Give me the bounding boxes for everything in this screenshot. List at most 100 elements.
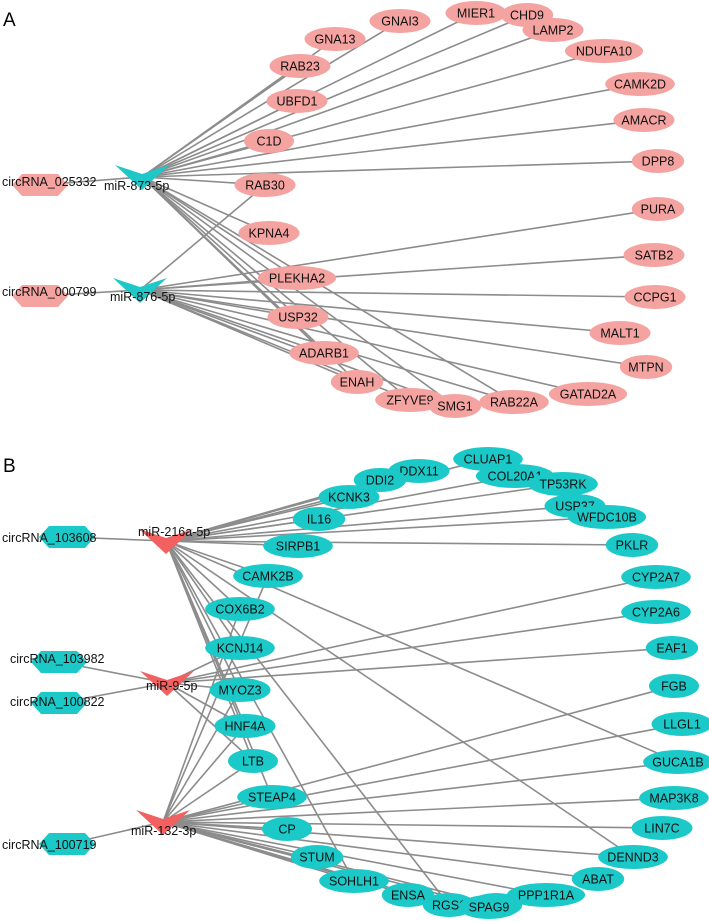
panel-a-edge-mir-873-5p-amacr: [141, 119, 645, 178]
panel-b-target-dennd3[interactable]: DENND3: [598, 845, 668, 869]
gene-node-shape: [319, 869, 389, 893]
panel-b-target-lin7c[interactable]: LIN7C: [631, 816, 693, 840]
panel-b-target-cp[interactable]: CP: [262, 817, 312, 841]
panel-b-target-ddi2[interactable]: DDI2: [353, 468, 407, 492]
panel-b-target-stum[interactable]: STUM: [290, 845, 344, 869]
panel-a-target-plekha2[interactable]: PLEKHA2: [257, 266, 337, 290]
panel-b-circrna-circrna-100719[interactable]: circRNA_100719: [2, 833, 97, 855]
panel-b-target-abat[interactable]: ABAT: [571, 867, 625, 891]
panel-a-target-pura[interactable]: PURA: [631, 197, 685, 221]
panel-a-circrna-circrna-000799[interactable]: circRNA_000799: [2, 285, 97, 307]
panel-b-target-fgb[interactable]: FGB: [649, 674, 699, 698]
panel-a-target-malt1[interactable]: MALT1: [589, 321, 651, 345]
panel-a-edge-mir-876-5p-ccpg1: [139, 289, 656, 298]
panel-b-target-ppp1r1a[interactable]: PPP1R1A: [506, 883, 586, 907]
gene-node-label: EAF1: [656, 642, 687, 656]
panel-b-target-ensa[interactable]: ENSA: [381, 883, 435, 907]
mirna-node-shape: [140, 671, 194, 696]
mirna-node-shape: [136, 810, 190, 835]
panel-b-target-cox6b2[interactable]: COX6B2: [205, 597, 275, 621]
panel-b-mirna-mir-132-3p[interactable]: miR-132-3p: [131, 810, 196, 838]
panel-a-circrna-circrna-025332[interactable]: circRNA_025332: [2, 174, 97, 196]
panel-a-target-rab30[interactable]: RAB30: [234, 173, 296, 197]
panel-a-target-ubfd1[interactable]: UBFD1: [266, 89, 328, 113]
gene-node-shape: [621, 600, 691, 624]
panel-b-target-camk2b[interactable]: CAMK2B: [233, 564, 303, 588]
panel-a-target-mtpn[interactable]: MTPN: [619, 355, 673, 379]
panel-b-target-sirpb1[interactable]: SIRPB1: [263, 534, 333, 558]
panel-a-target-zfyve9[interactable]: ZFYVE9: [375, 388, 445, 412]
panel-a-target-satb2[interactable]: SATB2: [623, 243, 685, 267]
gene-node-label: DPP8: [642, 155, 675, 169]
circrna-node-shape: [31, 692, 87, 714]
panel-a-target-rab23[interactable]: RAB23: [269, 54, 331, 78]
panel-b-circrna-circrna-100822[interactable]: circRNA_100822: [10, 692, 105, 714]
gene-node-shape: [238, 221, 300, 245]
panel-b-target-hnf4a[interactable]: HNF4A: [214, 714, 276, 738]
panel-a-mirna-mir-876-5p[interactable]: miR-876-5p: [110, 278, 175, 304]
panel-b-target-guca1b[interactable]: GUCA1B: [643, 750, 709, 774]
panel-b-target-sohlh1[interactable]: SOHLH1: [319, 869, 389, 893]
panel-a-target-ndufa10[interactable]: NDUFA10: [564, 39, 644, 63]
panel-a-mirna-mir-873-5p[interactable]: miR-873-5p: [104, 165, 169, 193]
gene-node-shape: [214, 714, 276, 738]
panel-b-target-pklr[interactable]: PKLR: [605, 533, 659, 557]
gene-node-label: C1D: [256, 135, 281, 149]
panel-b-target-il16[interactable]: IL16: [292, 507, 346, 531]
panel-a-target-mier1[interactable]: MIER1: [445, 1, 507, 25]
gene-node-label: CLUAP1: [464, 453, 513, 467]
panel-b-target-llgl1[interactable]: LLGL1: [651, 712, 709, 736]
panel-a-target-enah[interactable]: ENAH: [330, 370, 384, 394]
panel-a-target-gnai3[interactable]: GNAI3: [369, 9, 431, 33]
panel-b-mirna-mir-216a-5p[interactable]: miR-216a-5p: [138, 525, 210, 554]
panel-b-target-kcnk3[interactable]: KCNK3: [318, 485, 380, 509]
panel-b-circrna-circrna-103608[interactable]: circRNA_103608: [2, 526, 97, 548]
panel-b-target-cyp2a7[interactable]: CYP2A7: [621, 565, 691, 589]
panel-a-target-gatad2a[interactable]: GATAD2A: [548, 382, 628, 406]
panel-a-target-smg1[interactable]: SMG1: [428, 394, 482, 418]
panel-a-edge-mir-876-5p-gatad2a: [139, 289, 589, 395]
panel-a-target-dpp8[interactable]: DPP8: [631, 149, 685, 173]
gene-node-shape: [621, 565, 691, 589]
panel-a-target-c1d[interactable]: C1D: [244, 129, 294, 153]
gene-node-label: WFDC10B: [577, 511, 637, 525]
panel-a-target-ccpg1[interactable]: CCPG1: [624, 285, 686, 309]
panel-b-target-map3k8[interactable]: MAP3K8: [639, 786, 709, 810]
circrna-node-label: circRNA_100822: [10, 695, 105, 709]
panel-a-target-gna13[interactable]: GNA13: [304, 27, 366, 51]
gene-node-shape: [651, 712, 709, 736]
gene-node-label: SOHLH1: [329, 875, 379, 889]
gene-node-shape: [244, 129, 294, 153]
panel-a-edge-mir-876-5p-malt1: [139, 289, 621, 334]
gene-node-shape: [623, 243, 685, 267]
gene-node-label: LTB: [242, 755, 264, 769]
panel-a-edge-mir-873-5p-ubfd1: [141, 100, 298, 178]
panel-b-target-spag9[interactable]: SPAG9: [458, 895, 520, 919]
gene-node-label: SPAG9: [469, 901, 510, 915]
panel-b-target-cyp2a6[interactable]: CYP2A6: [621, 600, 691, 624]
panel-a-target-amacr[interactable]: AMACR: [613, 108, 675, 132]
panel-a-target-lamp2[interactable]: LAMP2: [522, 18, 584, 42]
panel-b-target-eaf1[interactable]: EAF1: [645, 636, 699, 660]
mirna-node-label: miR-9-5p: [146, 679, 197, 693]
gene-node-label: CP: [278, 823, 295, 837]
panel-a-target-adarb1[interactable]: ADARB1: [289, 341, 359, 365]
gene-node-shape: [369, 9, 431, 33]
gene-node-shape: [445, 1, 507, 25]
panel-b-target-steap4[interactable]: STEAP4: [237, 785, 307, 809]
panel-b-target-tp53rk[interactable]: TP53RK: [528, 472, 598, 496]
panel-a-target-usp32[interactable]: USP32: [267, 305, 329, 329]
panel-a-target-rab22a[interactable]: RAB22A: [479, 390, 549, 414]
panel-b-mirna-mir-9-5p[interactable]: miR-9-5p: [140, 671, 197, 696]
gene-node-label: MYOZ3: [218, 684, 261, 698]
panel-a-target-kpna4[interactable]: KPNA4: [238, 221, 300, 245]
gene-node-shape: [262, 817, 312, 841]
panel-b-target-ltb[interactable]: LTB: [228, 749, 278, 773]
panel-b-circrna-circrna-103982[interactable]: circRNA_103982: [10, 651, 105, 673]
panel-b-edge-mir-132-3p-ltb: [162, 760, 254, 823]
panel-b-target-wfdc10b[interactable]: WFDC10B: [567, 505, 647, 529]
panel-b-target-kcnj14[interactable]: KCNJ14: [205, 636, 275, 660]
panel-a-target-camk2d[interactable]: CAMK2D: [605, 72, 675, 96]
panel-b-target-myoz3[interactable]: MYOZ3: [209, 678, 271, 702]
panel-b-edge-mir-216a-5p-usp37: [165, 505, 576, 542]
